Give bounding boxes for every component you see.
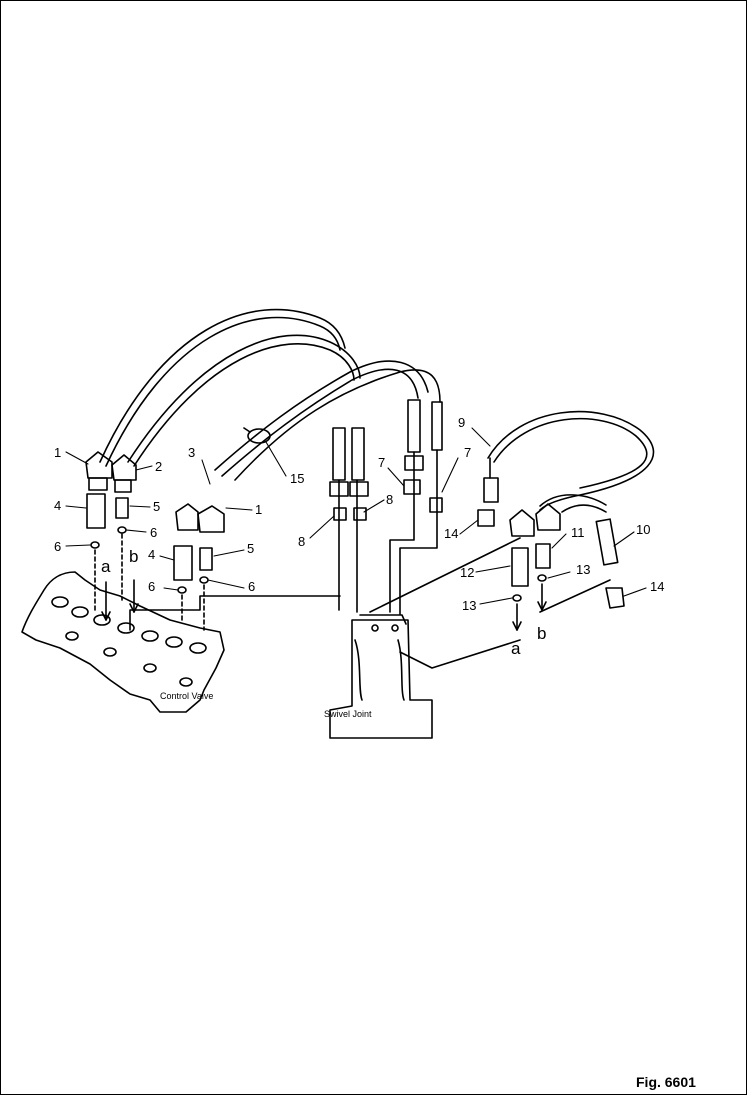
- part-number-7: 7: [378, 455, 386, 470]
- right-fittings: [477, 457, 625, 631]
- part-number-14: 14: [444, 526, 459, 541]
- part-number-12: 12: [460, 565, 475, 580]
- part-number-8-second: 8: [386, 492, 394, 507]
- part-number-10: 10: [636, 522, 651, 537]
- part-number-2: 2: [155, 459, 163, 474]
- control-valve-body: [21, 571, 341, 713]
- part-number-4: 4: [54, 498, 62, 513]
- hose-clamp: [243, 427, 271, 444]
- part-number-6-third: 6: [148, 579, 156, 594]
- port-label-a: a: [101, 557, 111, 576]
- leader-lines: [65, 427, 647, 605]
- port-label-a-second: a: [511, 639, 521, 658]
- part-number-5-second: 5: [247, 541, 255, 556]
- part-number-13-second: 13: [462, 598, 477, 613]
- figure-caption: Fig. 6601: [636, 1074, 696, 1090]
- part-number-14-second: 14: [650, 579, 665, 594]
- part-number-13: 13: [576, 562, 591, 577]
- part-number-1: 1: [54, 445, 62, 460]
- part-number-6-second: 6: [150, 525, 158, 540]
- part-number-9: 9: [458, 415, 466, 430]
- swivel-joint-body: [329, 614, 433, 739]
- part-number-1-second: 1: [255, 502, 263, 517]
- part-number-11: 11: [571, 525, 585, 540]
- control-valve-label: Control Valve: [160, 691, 214, 701]
- left-fittings: [85, 451, 225, 631]
- swivel-joint-label: Swivel Joint: [324, 709, 372, 719]
- part-number-6-fourth: 6: [248, 579, 256, 594]
- part-number-6: 6: [54, 539, 62, 554]
- port-label-b: b: [129, 547, 139, 566]
- port-label-b-second: b: [537, 624, 547, 643]
- part-number-4-second: 4: [148, 547, 156, 562]
- part-number-15: 15: [290, 471, 305, 486]
- part-number-7-second: 7: [464, 445, 472, 460]
- part-number-3: 3: [188, 445, 196, 460]
- swivel-pipes: [329, 399, 611, 669]
- hose-lines: [99, 308, 655, 511]
- part-number-5: 5: [153, 499, 161, 514]
- part-number-8: 8: [298, 534, 306, 549]
